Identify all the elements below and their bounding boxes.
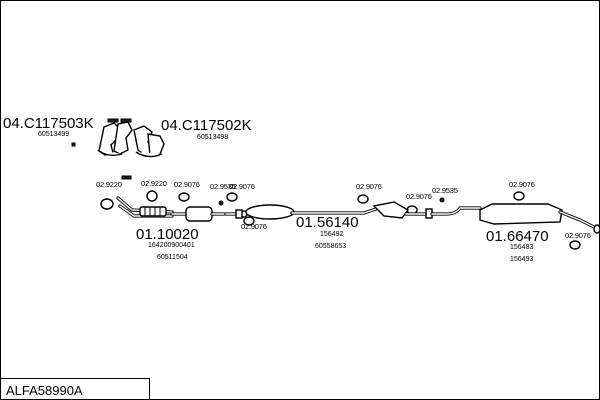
front-pipe-ref-2: 60511504 <box>157 254 188 261</box>
small-part-label: 02.9076 <box>509 180 535 189</box>
small-part-label: 02.9076 <box>229 182 255 191</box>
rear-silencer-ref-2: 156493 <box>510 256 534 263</box>
small-stud <box>71 142 76 147</box>
manifold-left-part <box>97 118 133 157</box>
middle-silencer-part <box>224 201 433 220</box>
small-part-label: 02.9220 <box>96 180 122 189</box>
small-part-label: 02.9535 <box>210 182 236 191</box>
rear-silencer-ref-1: 156483 <box>510 244 534 251</box>
manifold-right-part <box>133 125 165 158</box>
small-part-label: 02.9076 <box>241 222 267 231</box>
front-pipe-code: 01.10020 <box>136 226 199 243</box>
small-part-label: 02.9076 <box>406 192 432 201</box>
small-part-label: 02.9076 <box>356 182 382 191</box>
rear-silencer-part <box>430 203 600 234</box>
middle-silencer-ref-2: 60558653 <box>315 243 347 250</box>
small-part-label: 02.9076 <box>174 180 200 189</box>
small-part-label: 02.9076 <box>565 231 591 240</box>
small-part-shapes <box>100 175 581 250</box>
small-part-label: 02.9220 <box>141 179 167 188</box>
manifold-left-ref: 60513499 <box>38 131 70 138</box>
front-pipe-part <box>116 196 226 222</box>
front-pipe-ref-1: 164200900401 <box>148 242 195 249</box>
manifold-right-ref: 60513498 <box>197 134 229 141</box>
middle-silencer-code: 01.56140 <box>296 214 359 231</box>
rear-silencer-code: 01.66470 <box>486 228 549 245</box>
manifold-left-code: 04.C117503K <box>3 115 94 132</box>
middle-silencer-ref-1: 156492 <box>320 231 344 238</box>
diagram-title-box: ALFA58990A <box>0 378 150 399</box>
manifold-right-code: 04.C117502K <box>161 117 252 134</box>
small-part-label: 02.9535 <box>432 186 458 195</box>
diagram-title: ALFA58990A <box>6 383 83 398</box>
